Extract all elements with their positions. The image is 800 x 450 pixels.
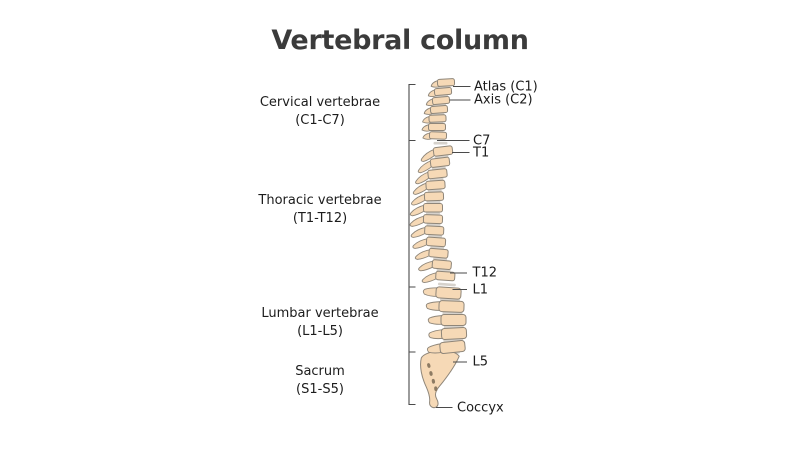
- section-name: Thoracic vertebrae: [258, 193, 382, 208]
- annotation-t1: T1: [473, 145, 490, 160]
- vertebra: [421, 123, 446, 132]
- annotation-atlas-c1: Atlas (C1): [474, 79, 538, 94]
- leader-lines: [436, 85, 471, 409]
- vertebra: [415, 168, 448, 185]
- vertebra: [418, 259, 452, 272]
- section-label-cervical: Cervical vertebrae (C1-C7): [220, 94, 420, 130]
- section-label-sacrum: Sacrum (S1-S5): [220, 363, 420, 399]
- annotation-t12: T12: [472, 265, 497, 281]
- annotation-l1: L1: [472, 282, 489, 297]
- vertebra: [426, 340, 466, 354]
- vertebra: [420, 145, 454, 162]
- annotation-coccyx: Coccyx: [457, 400, 504, 415]
- section-bracket: [408, 83, 416, 406]
- vertebra: [428, 327, 468, 340]
- vertebrae: [409, 78, 468, 354]
- annotation-axis-c2: Axis (C2): [474, 92, 533, 108]
- section-name: Cervical vertebrae: [259, 95, 381, 110]
- vertebra: [414, 247, 449, 260]
- vertebra: [421, 270, 456, 284]
- vertebra: [430, 78, 456, 88]
- vertebra: [412, 236, 447, 249]
- section-range: (T1-T12): [292, 211, 348, 226]
- section-range: (C1-C7): [295, 113, 345, 128]
- vertebra: [423, 105, 449, 115]
- vertebra: [425, 300, 465, 313]
- vertebra: [417, 156, 451, 174]
- vertebra: [427, 86, 453, 98]
- annotation-c7: C7: [473, 133, 491, 148]
- vertebra: [425, 95, 451, 107]
- vertebra: [411, 191, 445, 206]
- section-range: (S1-S5): [296, 382, 344, 397]
- vertebra: [422, 114, 447, 124]
- vertebra: [422, 131, 448, 140]
- section-name: Lumbar vertebrae: [261, 306, 379, 321]
- section-range: (L1-L5): [297, 324, 343, 339]
- annotation-l5: L5: [472, 354, 489, 370]
- vertebra: [422, 286, 462, 300]
- sacral-foramina: [427, 363, 438, 392]
- page-title: Vertebral column: [271, 25, 529, 56]
- vertebra: [412, 179, 446, 195]
- vertebra: [410, 225, 445, 238]
- vertebra: [409, 203, 443, 217]
- vertebra: [409, 214, 444, 227]
- vertebra: [427, 314, 467, 326]
- section-label-thoracic: Thoracic vertebrae (T1-T12): [220, 192, 420, 228]
- section-name: Sacrum: [295, 364, 345, 379]
- section-label-lumbar: Lumbar vertebrae (L1-L5): [220, 305, 420, 341]
- sacrum-shape: [420, 350, 460, 409]
